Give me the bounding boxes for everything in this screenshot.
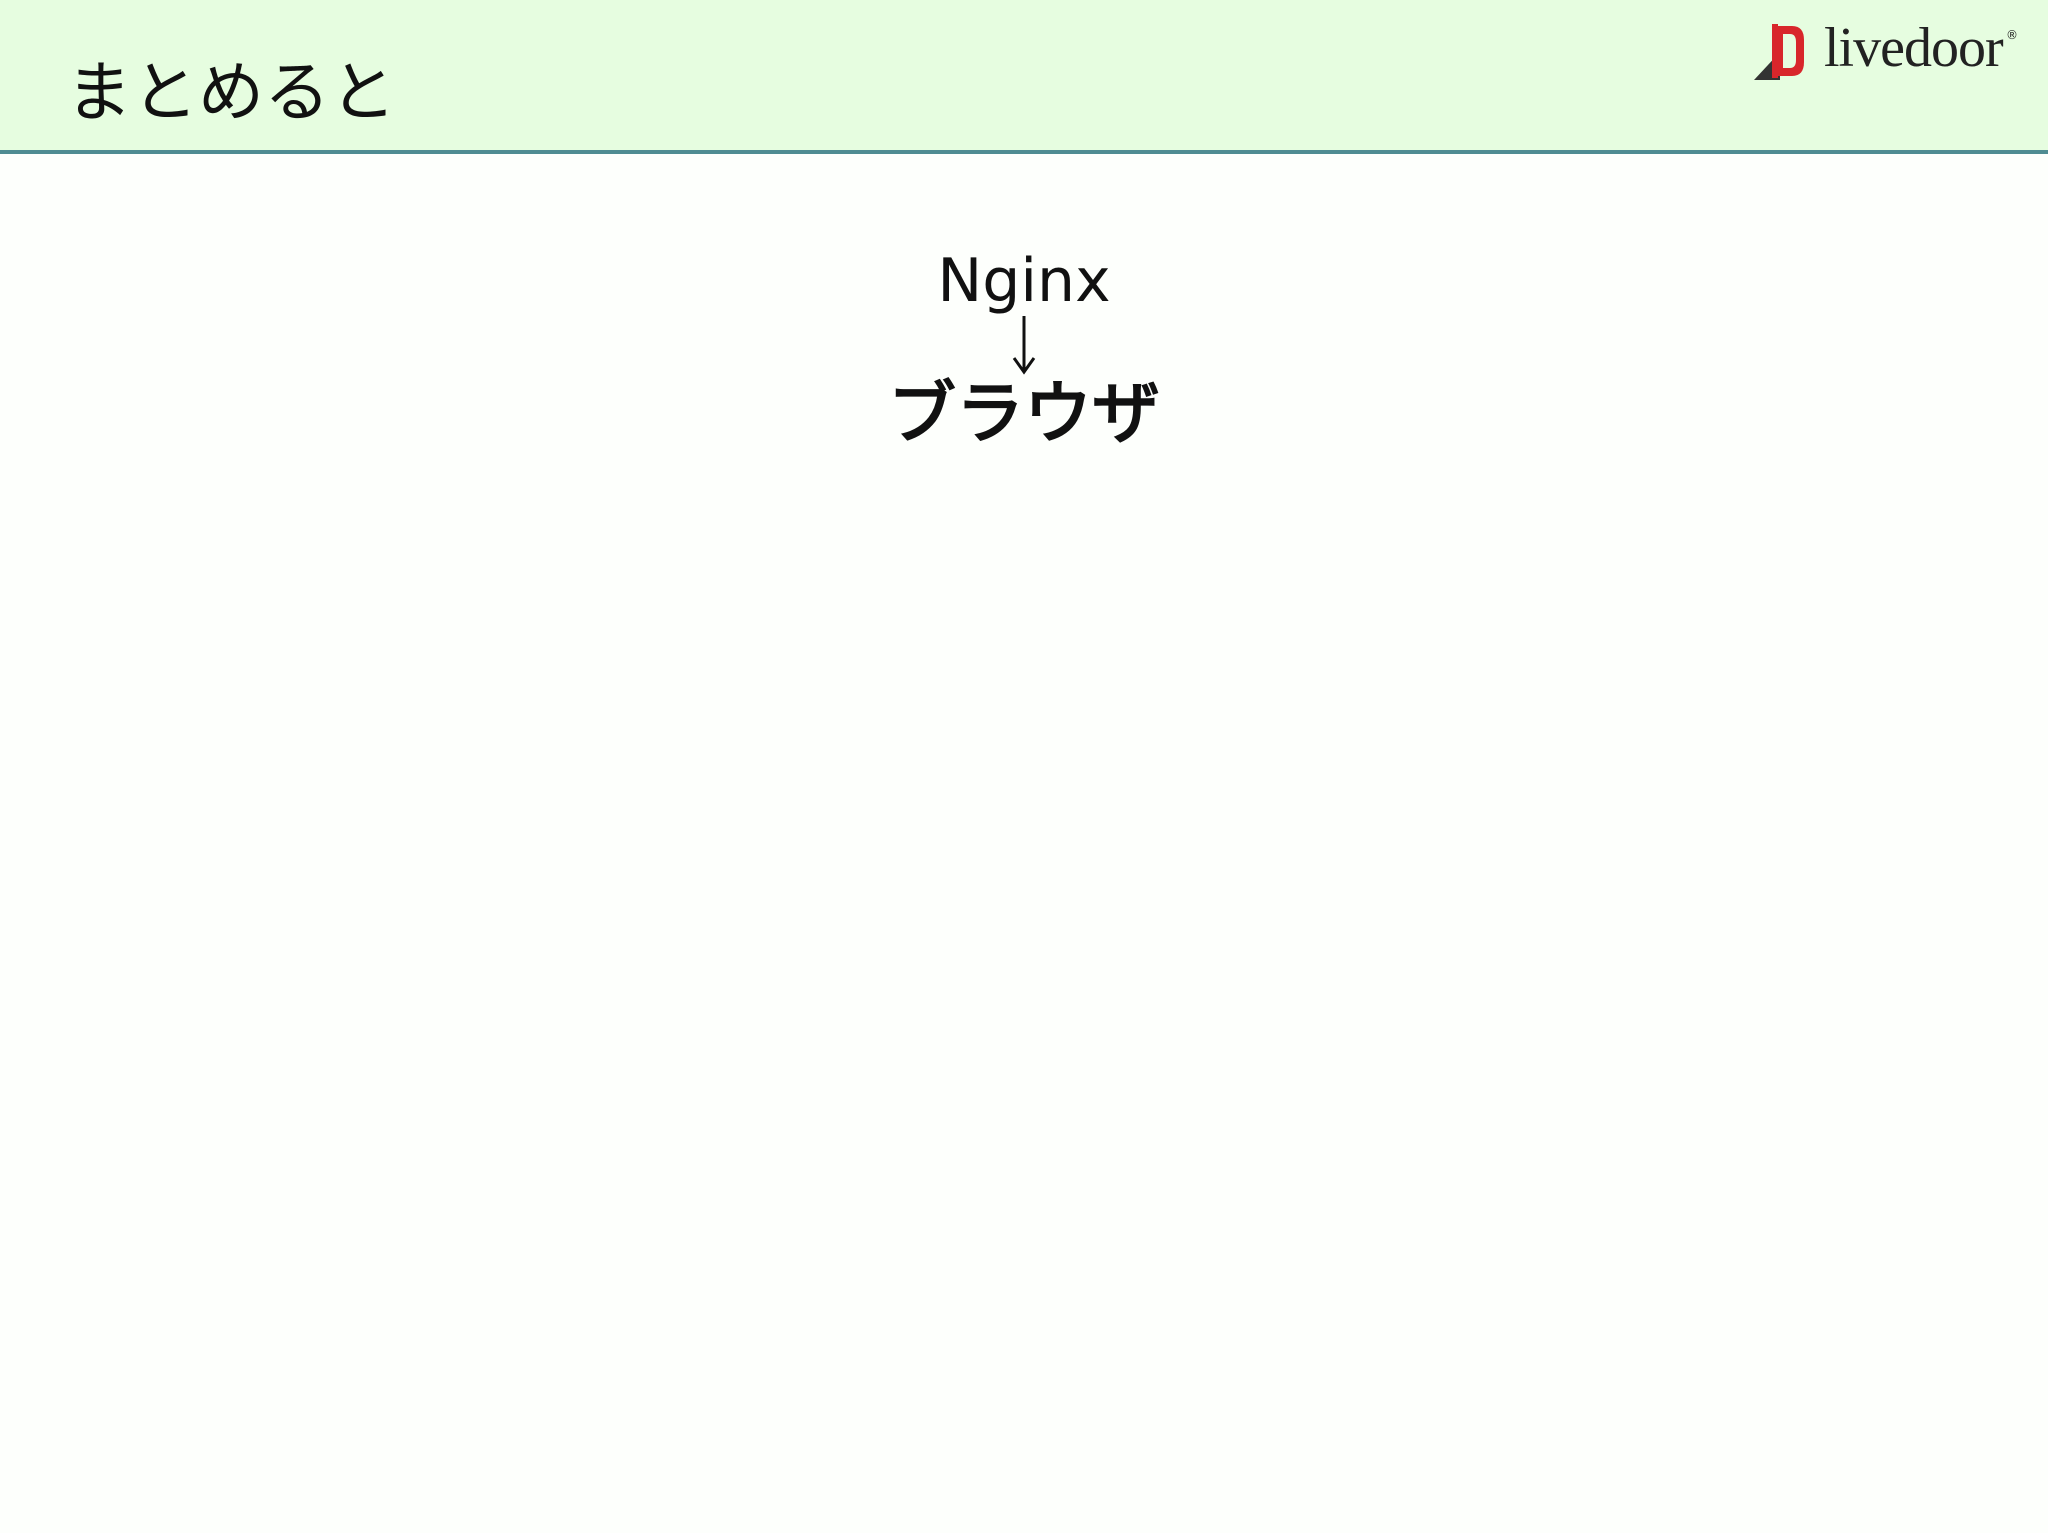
slide-title: まとめると	[66, 54, 396, 131]
flow-node-browser: ブラウザ	[887, 375, 1160, 454]
livedoor-logo-mark-icon	[1754, 24, 1804, 80]
down-arrow-icon	[1012, 316, 1036, 375]
flow-node-nginx: Nginx	[937, 246, 1111, 316]
slide-header: まとめると livedoor ®	[0, 0, 2048, 154]
registered-mark: ®	[2006, 28, 2018, 42]
livedoor-logo: livedoor ®	[1750, 16, 2020, 82]
flow-diagram: Nginx ブラウザ	[0, 248, 2048, 453]
livedoor-logo-text: livedoor	[1824, 17, 2004, 79]
